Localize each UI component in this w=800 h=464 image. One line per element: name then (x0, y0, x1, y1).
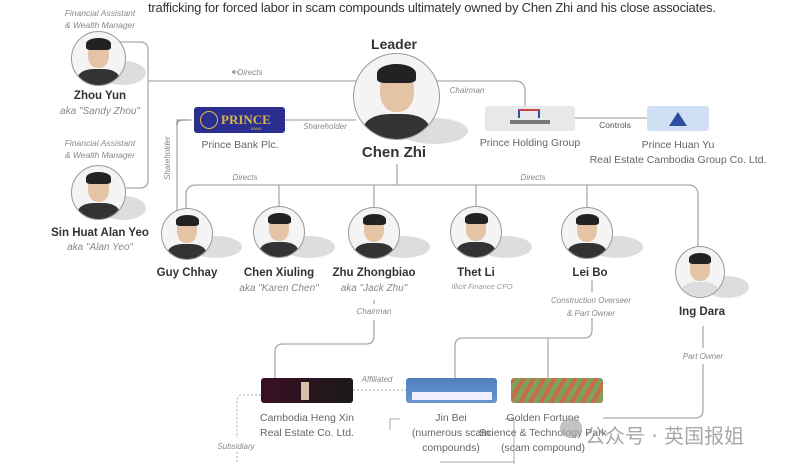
alan-yeo-name: Sin Huat Alan Yeo (51, 227, 149, 239)
zhou-yun-aka: aka "Sandy Zhou" (60, 106, 140, 117)
zhu-zhongbiao-aka: aka "Jack Zhu" (340, 283, 408, 294)
lei-bo-name: Lei Bo (572, 267, 608, 279)
wechat-icon (560, 418, 582, 438)
zhu-zhongbiao-name: Zhu Zhongbiao (332, 267, 416, 279)
thet-li-name: Thet Li (457, 267, 495, 279)
chen-xiuling-aka: aka "Karen Chen" (239, 283, 319, 294)
ing-dara-portrait (675, 246, 725, 298)
alan-yeo-aka: aka "Alan Yeo" (67, 242, 133, 253)
rel-directs-mid-right: Directs (520, 173, 546, 182)
rel-directs-mid-left: Directs (232, 173, 258, 182)
chen-xiuling-portrait (253, 206, 305, 258)
yeo-role-1: Financial Assistant (64, 138, 136, 148)
prince-bank-logo-sub: BANK (250, 125, 262, 131)
ing-dara-name: Ing Dara (678, 306, 726, 318)
rel-chairman-zhu: Chairman (356, 307, 392, 316)
guy-chhay-name: Guy Chhay (156, 267, 218, 279)
rel-leibo-role-2: & Part Owner (566, 309, 616, 318)
chen-xiuling-name: Chen Xiuling (243, 267, 315, 279)
lei-bo-portrait (561, 207, 613, 259)
jin-bei-label-3: compounds) (422, 442, 480, 454)
rel-chairman: Chairman (449, 86, 485, 95)
rel-shareholder: Shareholder (303, 122, 347, 131)
directs-line-row (185, 184, 699, 248)
heng-xin-label-2: Real Estate Co. Ltd. (260, 427, 354, 439)
leibo-line (454, 280, 593, 378)
zhou-role-1: Financial Assistant (64, 8, 136, 18)
logo-triangle-icon (669, 112, 687, 126)
prince-huan-yu-logo (647, 106, 709, 131)
chen-zhi-name: Chen Zhi (361, 144, 427, 161)
arrow-left-icon (231, 69, 238, 75)
bracket-lines (389, 418, 515, 464)
guy-chhay-portrait (161, 208, 213, 260)
thet-li-title: Illicit Finance CFO (451, 282, 513, 291)
zhou-yun-name: Zhou Yun (73, 90, 127, 102)
rel-subsidiary: Subsidiary (217, 442, 255, 451)
rel-leibo-role-1: Construction Overseer (550, 296, 632, 305)
yeo-role-2: & Wealth Manager (64, 150, 136, 160)
prince-holding-label: Prince Holding Group (479, 137, 581, 149)
alan-yeo-portrait (71, 165, 126, 220)
jin-bei-label-1: Jin Bei (435, 412, 467, 424)
prince-bank-label: Prince Bank Plc. (201, 139, 279, 151)
director-drops (278, 185, 588, 209)
jin-bei-image (406, 378, 497, 403)
prince-huan-yu-label-2: Real Estate Cambodia Group Co. Ltd. (589, 154, 767, 166)
intro-text: trafficking for forced labor in scam com… (148, 0, 716, 15)
rel-directs-left: Directs (237, 68, 263, 77)
crown-icon (518, 109, 540, 118)
zhou-yun-portrait (71, 31, 126, 86)
assistants-bracket (120, 41, 149, 189)
rel-affiliated: Affiliated (361, 375, 393, 384)
ingdara-line (603, 326, 704, 419)
jin-bei-label-2: (numerous scam (411, 427, 491, 439)
prince-bank-logo: PRINCE BANK (194, 107, 285, 133)
zhou-role-2: & Wealth Manager (64, 20, 136, 30)
zhu-chairman-line (274, 300, 375, 378)
prince-huan-yu-label-1: Prince Huan Yu (641, 139, 715, 151)
thet-li-portrait (450, 206, 502, 258)
golden-fortune-image (511, 378, 603, 403)
heng-xin-image (261, 378, 353, 403)
rel-shareholder-vertical: Shareholder (163, 136, 172, 180)
golden-fortune-label-3: (scam compound) (500, 442, 586, 454)
heng-xin-label-1: Cambodia Heng Xin (260, 412, 354, 424)
shareholder-vertical-line (176, 119, 192, 210)
prince-holding-logo (485, 106, 575, 131)
prince-bank-logo-text: PRINCE (221, 112, 271, 127)
watermark: 公众号 · 英国报姐 (585, 424, 745, 448)
chairman-line (434, 80, 526, 106)
subsidiary-line (236, 394, 261, 464)
chen-zhi-portrait (353, 53, 440, 140)
crown-icon (200, 111, 218, 129)
zhu-zhongbiao-portrait (348, 207, 400, 259)
rel-part-owner: Part Owner (682, 352, 724, 361)
leader-label: Leader (371, 36, 417, 52)
rel-controls: Controls (599, 120, 631, 130)
